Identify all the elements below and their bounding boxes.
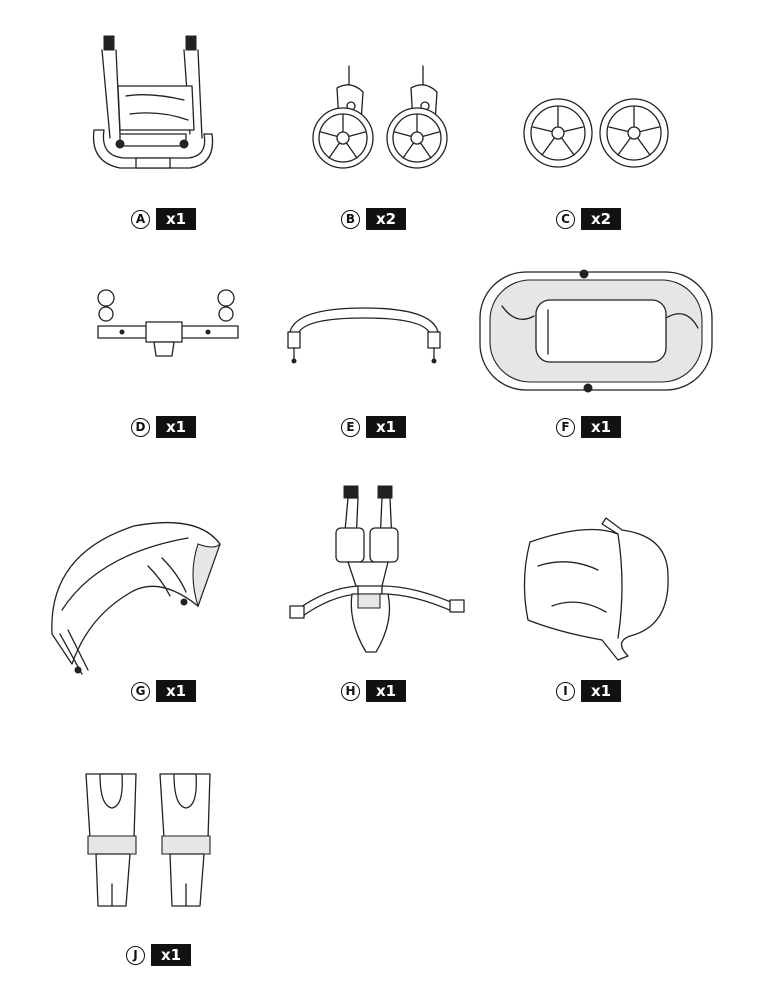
part-quantity: x1 [151,944,191,966]
part-quantity: x1 [581,416,621,438]
part-letter: D [131,418,150,437]
part-quantity: x1 [366,416,406,438]
part-letter: E [341,418,360,437]
part-letter: A [131,210,150,229]
part-quantity: x1 [366,680,406,702]
bumper-bar-icon [282,300,447,370]
bassinet-icon [476,266,716,396]
canopy-icon [38,514,228,684]
rear-wheel-icon [520,95,680,175]
stroller-frame-icon [80,30,230,180]
rear-axle-icon [88,282,248,362]
part-quantity: x2 [581,208,621,230]
part-label: G x1 [131,680,196,702]
part-quantity: x1 [581,680,621,702]
part-letter: F [556,418,575,437]
front-swivel-wheel-icon [305,62,465,182]
part-label: E x1 [341,416,406,438]
part-quantity: x2 [366,208,406,230]
car-seat-adapters-icon [82,766,232,916]
part-quantity: x1 [156,680,196,702]
part-letter: J [126,946,145,965]
part-letter: I [556,682,575,701]
part-letter: C [556,210,575,229]
foot-cover-icon [518,516,678,666]
part-label: C x2 [556,208,621,230]
part-letter: B [341,210,360,229]
part-label: I x1 [556,680,621,702]
part-letter: G [131,682,150,701]
harness-icon [286,482,476,662]
part-label: A x1 [131,208,196,230]
part-letter: H [341,682,360,701]
part-label: H x1 [341,680,406,702]
part-quantity: x1 [156,416,196,438]
part-quantity: x1 [156,208,196,230]
part-label: F x1 [556,416,621,438]
part-label: B x2 [341,208,406,230]
part-label: J x1 [126,944,191,966]
part-label: D x1 [131,416,196,438]
